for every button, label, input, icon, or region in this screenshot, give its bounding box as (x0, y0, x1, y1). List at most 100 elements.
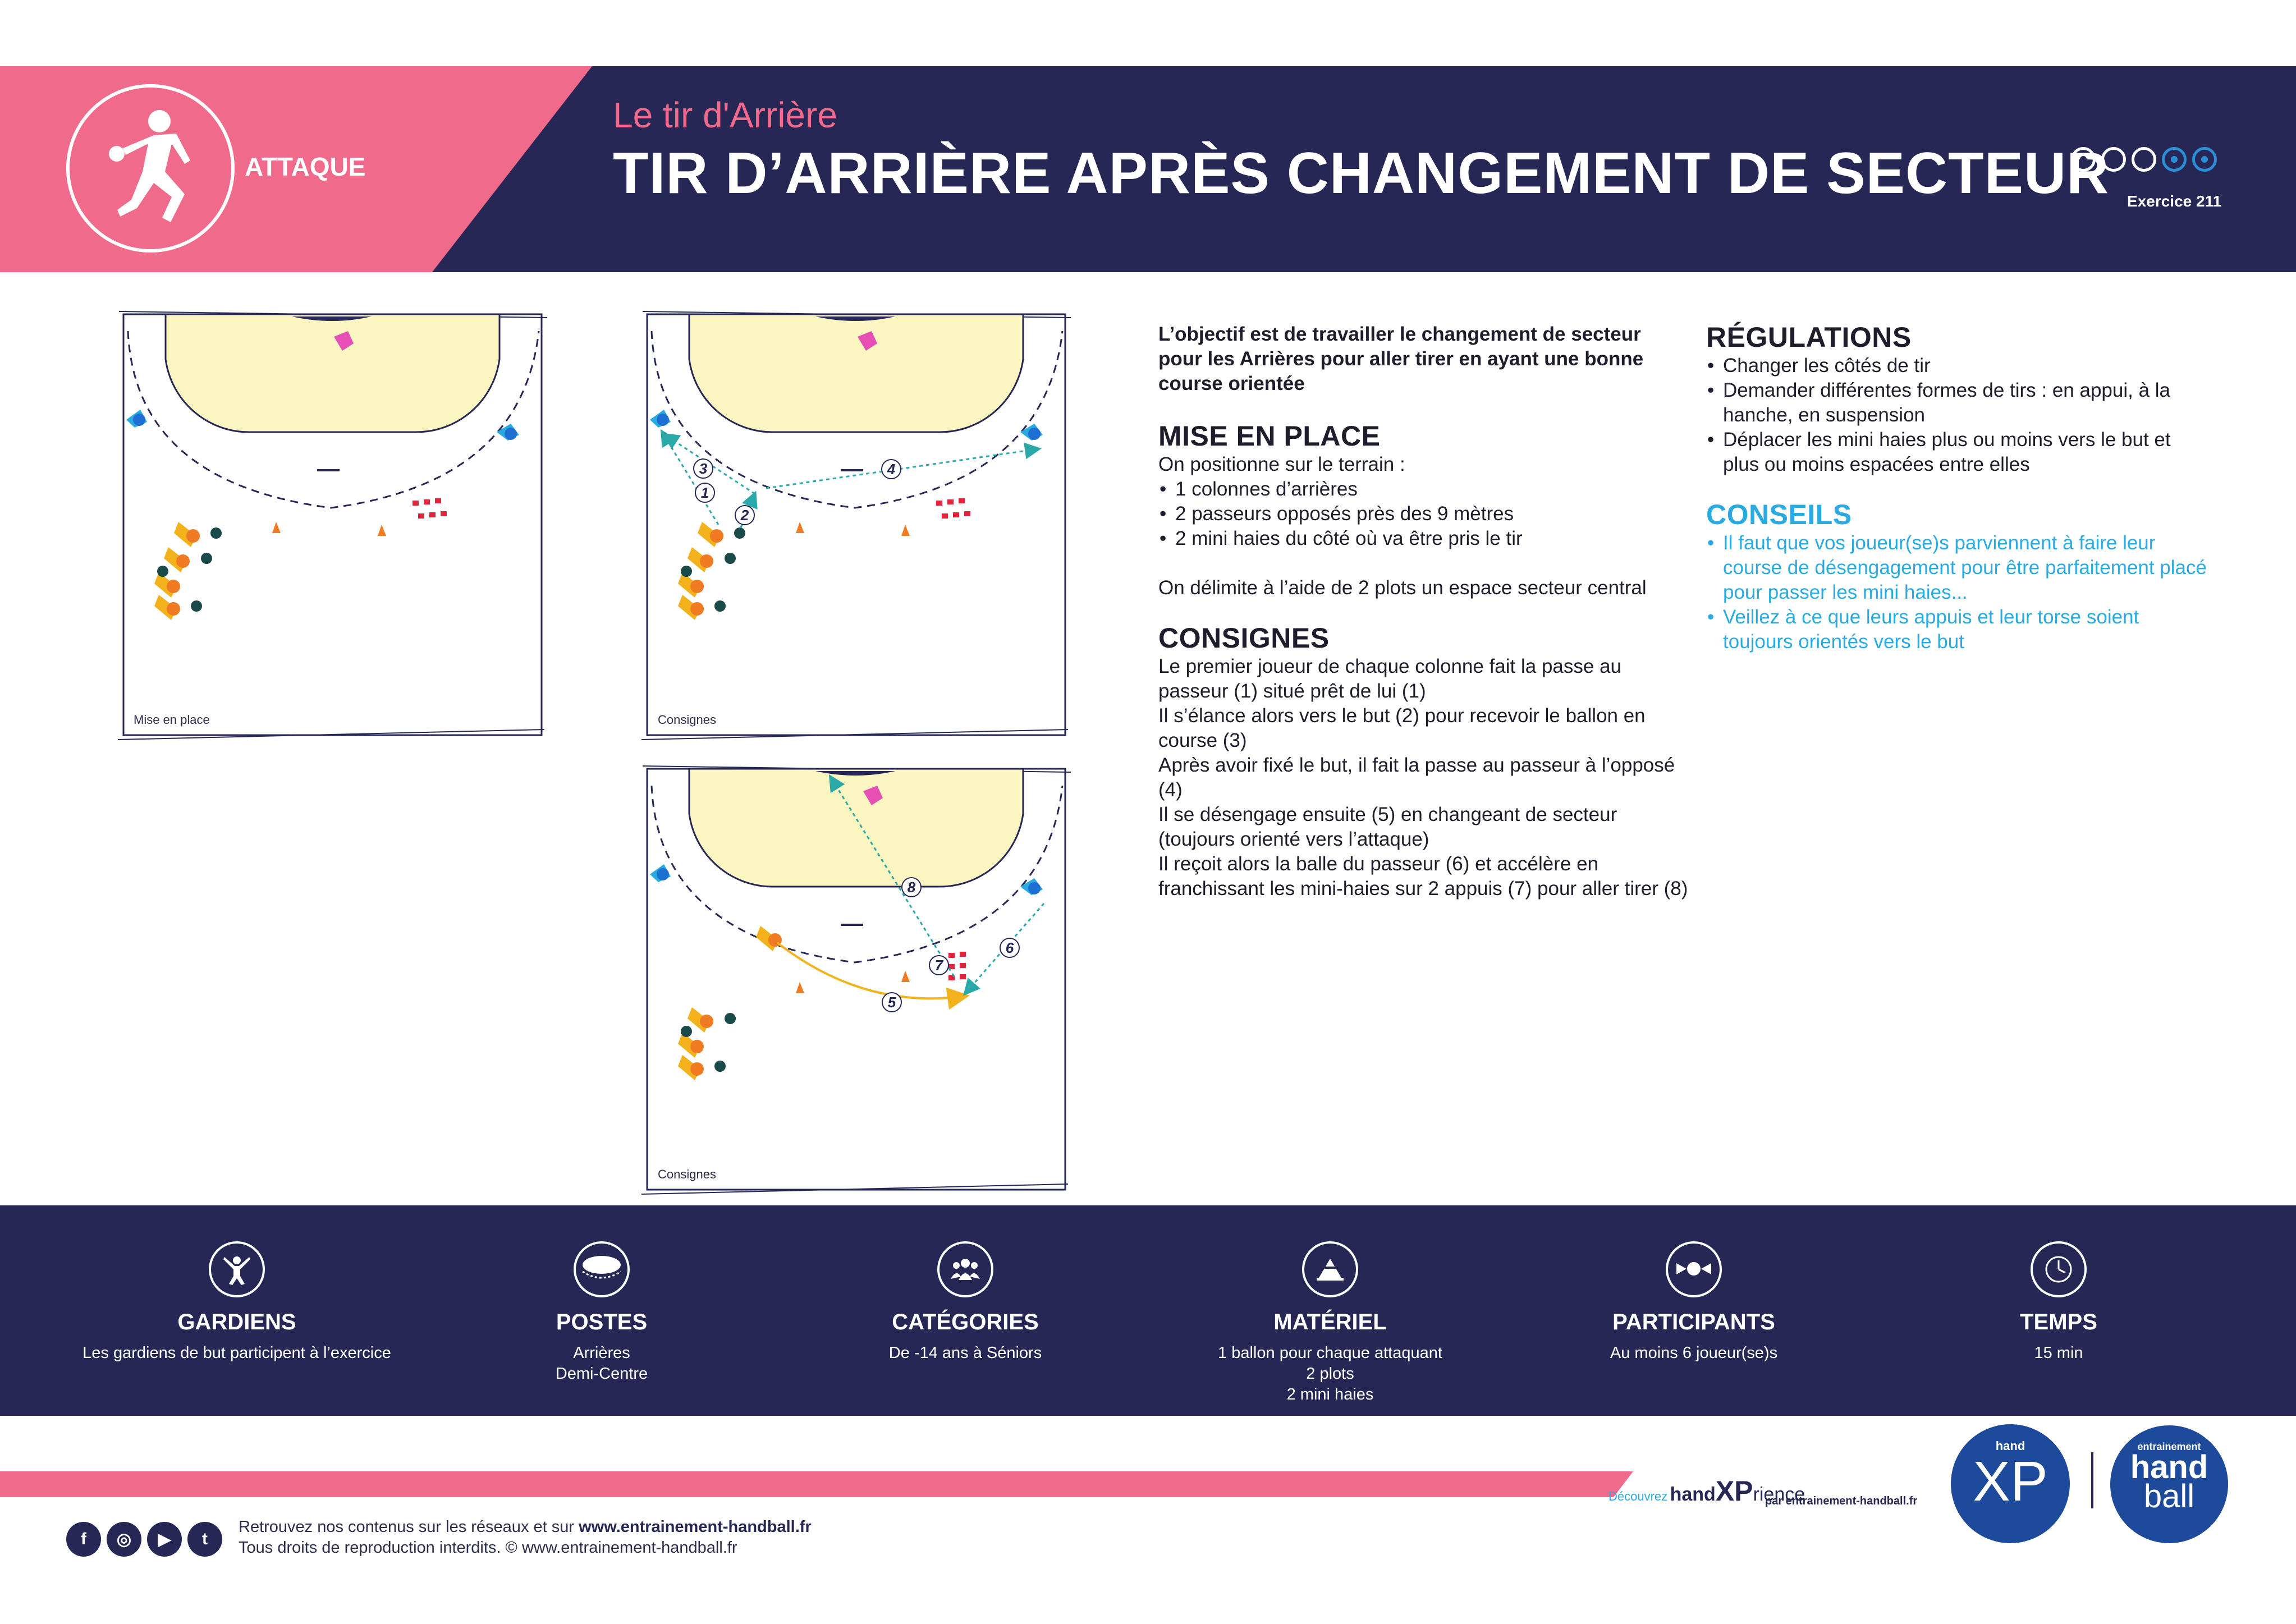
entrainement-handball-logo[interactable]: entrainement hand ball (2110, 1425, 2228, 1543)
info-title: GARDIENS (177, 1310, 296, 1334)
setup-item: 2 passeurs opposés près des 9 mètres (1160, 502, 1692, 526)
instructions-section: CONSIGNES Le premier joueur de chaque co… (1158, 622, 1692, 901)
step-label: 7 (935, 957, 944, 974)
cone-icon (1302, 1241, 1358, 1297)
info-value: 1 ballon pour chaque attaquant 2 plots 2… (1218, 1344, 1442, 1403)
brand-rience: rience (1753, 1484, 1805, 1505)
discover-label: Découvrez (1608, 1489, 1668, 1503)
instruction-line: Il se désengage ensuite (5) en changeant… (1158, 804, 1617, 850)
diagram-label: Mise en place (134, 713, 210, 727)
instagram-icon[interactable]: ◎ (107, 1522, 141, 1557)
regulations-section: RÉGULATIONS Changer les côtés de tir Dem… (1706, 321, 2211, 477)
step-label: 3 (699, 460, 708, 477)
info-positions: POSTES Arrières Demi-Centre (422, 1241, 781, 1384)
facebook-icon[interactable]: f (66, 1522, 101, 1557)
website-link[interactable]: www.entrainement-handball.fr (579, 1518, 812, 1536)
setup-lead: On positionne sur le terrain : (1158, 453, 1405, 475)
setup-item: 1 colonnes d’arrières (1160, 477, 1692, 502)
setup-section: MISE EN PLACE On positionne sur le terra… (1158, 420, 1692, 600)
regulation-item: Déplacer les mini haies plus ou moins ve… (1707, 428, 2211, 477)
diagram-label: Consignes (658, 713, 716, 727)
social-links: f ◎ ▶ t (66, 1522, 222, 1557)
clock-icon (2031, 1241, 2087, 1297)
exercise-subtitle: Le tir d'Arrière (613, 95, 837, 135)
logo-xp-main: XP (1973, 1450, 2048, 1513)
info-title: CATÉGORIES (892, 1310, 1039, 1334)
setup-title: MISE EN PLACE (1158, 420, 1381, 452)
info-goalkeepers: GARDIENS Les gardiens de but participent… (57, 1241, 416, 1364)
ball-icon (2071, 147, 2096, 172)
pink-stripe (0, 1471, 1594, 1497)
info-value: Les gardiens de but participent à l’exer… (83, 1344, 391, 1362)
ball-icon (2192, 147, 2217, 172)
participants-icon (1666, 1241, 1722, 1297)
instructions-title: CONSIGNES (1158, 622, 1330, 654)
setup-note: On délimite à l’aide de 2 plots un espac… (1158, 577, 1647, 599)
logo-eh-top: entrainement (2137, 1441, 2201, 1452)
advice-item: Il faut que vos joueur(se)s parviennent … (1707, 531, 2211, 605)
youtube-icon[interactable]: ▶ (147, 1522, 182, 1557)
info-value: 15 min (2034, 1344, 2083, 1362)
diagram-label: Consignes (658, 1167, 716, 1181)
step-label: 6 (1006, 939, 1014, 956)
exercise-number: Exercice 211 (2127, 192, 2222, 210)
player-icon (66, 84, 235, 253)
copyright-text: Tous droits de reproduction interdits. ©… (239, 1539, 737, 1557)
info-participants: PARTICIPANTS Au moins 6 joueur(se)s (1514, 1241, 1873, 1364)
objective-text: L’objectif est de travailler le changeme… (1158, 323, 1644, 394)
handxp-brand: Découvrez handXPrience (1608, 1475, 1805, 1507)
info-value: De -14 ans à Séniors (888, 1344, 1042, 1362)
info-equipment: MATÉRIEL 1 ballon pour chaque attaquant … (1151, 1241, 1510, 1405)
step-label: 8 (908, 879, 916, 896)
regulation-item: Demander différentes formes de tirs : en… (1707, 378, 2211, 428)
logo-xp-top: hand (1995, 1439, 2025, 1453)
info-title: MATÉRIEL (1273, 1310, 1387, 1334)
instruction-line: Le premier joueur de chaque colonne fait… (1158, 655, 1621, 702)
social-line-1: Retrouvez nos contenus sur les réseaux e… (239, 1518, 812, 1536)
info-value: Au moins 6 joueur(se)s (1610, 1344, 1778, 1362)
ball-icon (2101, 147, 2126, 172)
instruction-line: Il reçoit alors la balle du passeur (6) … (1158, 853, 1688, 900)
exercise-title: TIR D’ARRIÈRE APRÈS CHANGEMENT DE SECTEU… (613, 141, 2110, 206)
brand-by: par entrainement-handball.fr (1765, 1495, 1918, 1507)
logo-divider (2091, 1452, 2093, 1508)
info-time: TEMPS 15 min (1879, 1241, 2238, 1364)
info-bar (0, 1205, 2296, 1416)
regulations-title: RÉGULATIONS (1706, 322, 1912, 353)
regulation-item: Changer les côtés de tir (1707, 354, 2211, 378)
instruction-line: Il s’élance alors vers le but (2) pour r… (1158, 705, 1646, 751)
step-label: 2 (740, 507, 749, 524)
logo-eh-mid: hand (2130, 1449, 2208, 1485)
step-label: 5 (888, 994, 896, 1011)
advice-title: CONSEILS (1706, 499, 1852, 530)
advice-item: Veillez à ce que leurs appuis et leur to… (1707, 605, 2211, 654)
logo-eh-bot: ball (2143, 1478, 2195, 1515)
advice-section: CONSEILS Il faut que vos joueur(se)s par… (1706, 498, 2211, 654)
court-diagram-instructions-2: 8 7 6 5 (641, 765, 1071, 1195)
brand-hand: hand (1670, 1484, 1716, 1505)
social-text: Retrouvez nos contenus sur les réseaux e… (239, 1518, 579, 1536)
handxp-logo[interactable]: hand XP (1951, 1424, 2070, 1543)
info-categories: CATÉGORIES De -14 ans à Séniors (786, 1241, 1145, 1364)
step-label: 4 (887, 461, 896, 478)
ball-icon (2132, 147, 2156, 172)
court-icon (574, 1241, 630, 1297)
brand-xp: XP (1715, 1475, 1753, 1507)
stripe-divider (1571, 1416, 1717, 1500)
step-label: 1 (701, 484, 709, 501)
info-title: TEMPS (2020, 1310, 2097, 1334)
court-diagram-setup (117, 311, 548, 740)
ball-icon (2162, 147, 2187, 172)
info-value: Arrières Demi-Centre (555, 1344, 648, 1383)
instruction-line: Après avoir fixé le but, il fait la pass… (1158, 754, 1675, 801)
info-title: POSTES (556, 1310, 648, 1334)
difficulty-rating (2071, 147, 2217, 172)
twitter-icon[interactable]: t (187, 1522, 222, 1557)
group-icon (937, 1241, 993, 1297)
category-label: ATTAQUE (245, 152, 366, 181)
info-title: PARTICIPANTS (1612, 1310, 1775, 1334)
goalkeeper-icon (209, 1241, 265, 1297)
court-diagram-instructions: 3 1 2 4 (641, 311, 1071, 740)
setup-item: 2 mini haies du côté où va être pris le … (1160, 526, 1692, 551)
